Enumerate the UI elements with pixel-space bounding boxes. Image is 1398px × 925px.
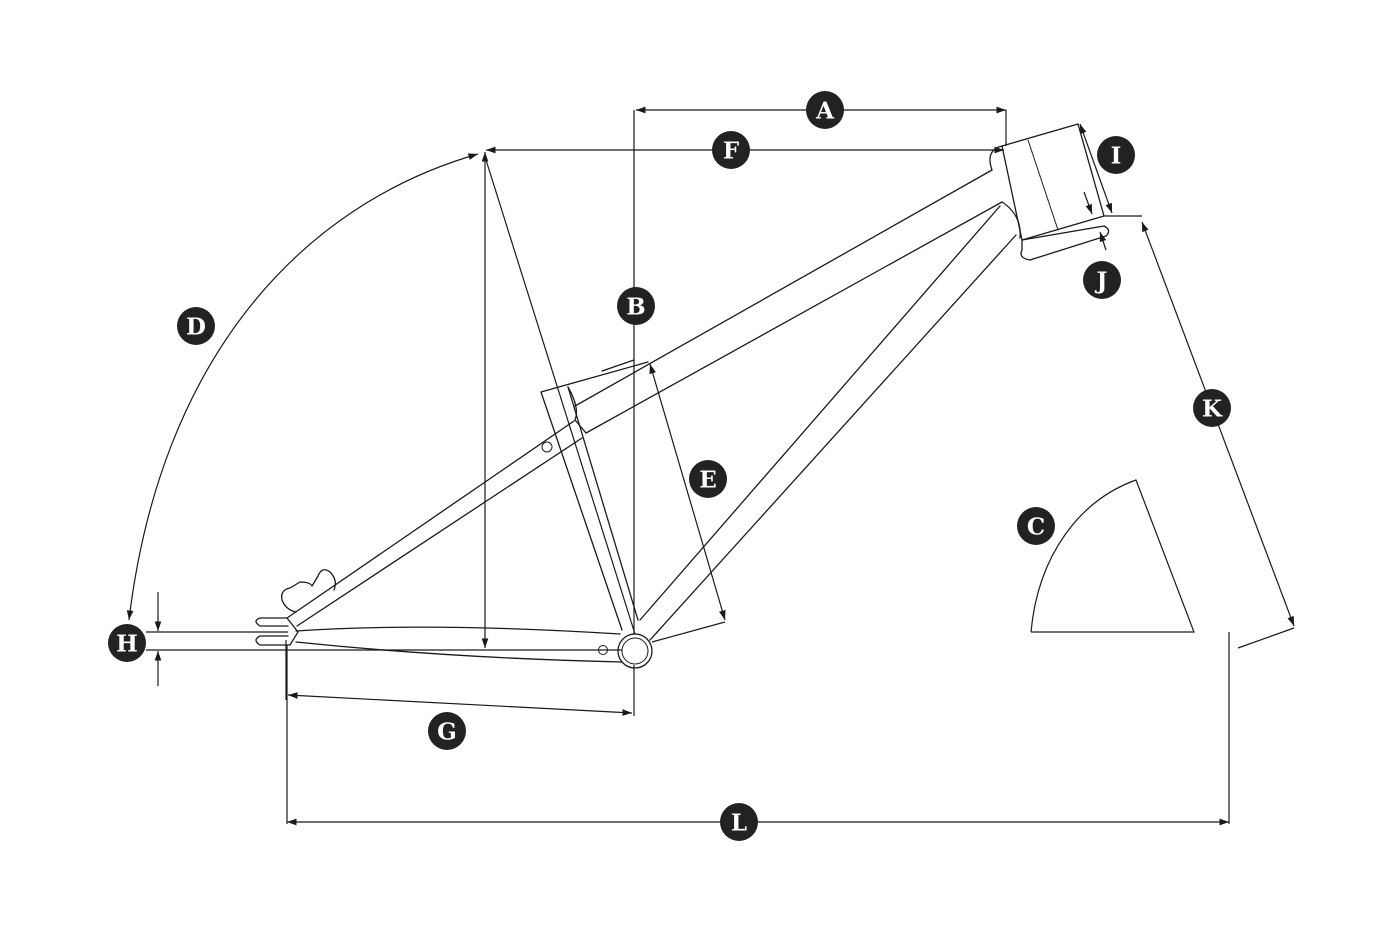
label-a: A: [815, 98, 835, 125]
label-e: E: [699, 467, 717, 494]
label-badge-h: H: [108, 624, 146, 662]
label-h: H: [116, 631, 138, 658]
label-k: K: [1202, 396, 1223, 423]
label-badge-a: A: [806, 91, 844, 129]
head-tube-seam: [1027, 139, 1059, 231]
seat-tube-reference-line: [485, 159, 636, 635]
label-badge-k: K: [1193, 389, 1231, 427]
label-d: D: [186, 314, 206, 341]
chain-stay: [295, 626, 623, 663]
dimension-arrow-j-bottom: [1099, 231, 1107, 251]
dimension-arrow-j-top: [1083, 191, 1093, 215]
seat-stay-bridge-hole: [541, 441, 553, 453]
label-badge-b: B: [617, 287, 655, 325]
seat-tube: [540, 359, 649, 631]
label-badge-i: I: [1097, 136, 1135, 174]
label-l: L: [731, 810, 747, 837]
dimension-line-i: [1079, 123, 1113, 214]
label-badge-d: D: [177, 307, 215, 345]
extension-line-e: [651, 621, 726, 643]
head-angle-sector-c: [1030, 479, 1195, 633]
head-tube: [1001, 123, 1105, 241]
lower-headset-cup: [1020, 225, 1110, 261]
label-badge-l: L: [720, 803, 758, 841]
label-c: C: [1027, 514, 1045, 541]
label-badge-f: F: [712, 131, 750, 169]
label-f: F: [723, 138, 740, 165]
label-b: B: [626, 294, 645, 321]
bottom-bracket-inner: [621, 637, 649, 665]
dimension-line-e: [649, 363, 726, 621]
label-i: I: [1111, 143, 1122, 170]
label-badge-j: J: [1083, 261, 1121, 299]
seat-tube-collar: [567, 386, 587, 434]
extension-line-k: [1237, 627, 1295, 649]
bottom-bracket-outer: [617, 633, 653, 669]
dimension-arc-d: [126, 153, 479, 621]
label-g: G: [437, 719, 457, 746]
bike-frame: [255, 123, 1110, 669]
label-j: J: [1095, 268, 1108, 295]
dimension-line-g: [287, 692, 633, 716]
label-badge-g: G: [428, 712, 466, 750]
seat-stay: [286, 420, 583, 627]
label-badges: A F B D E H G L: [108, 91, 1231, 841]
label-badge-c: C: [1017, 507, 1055, 545]
down-tube: [639, 205, 1017, 641]
label-badge-e: E: [689, 460, 727, 498]
